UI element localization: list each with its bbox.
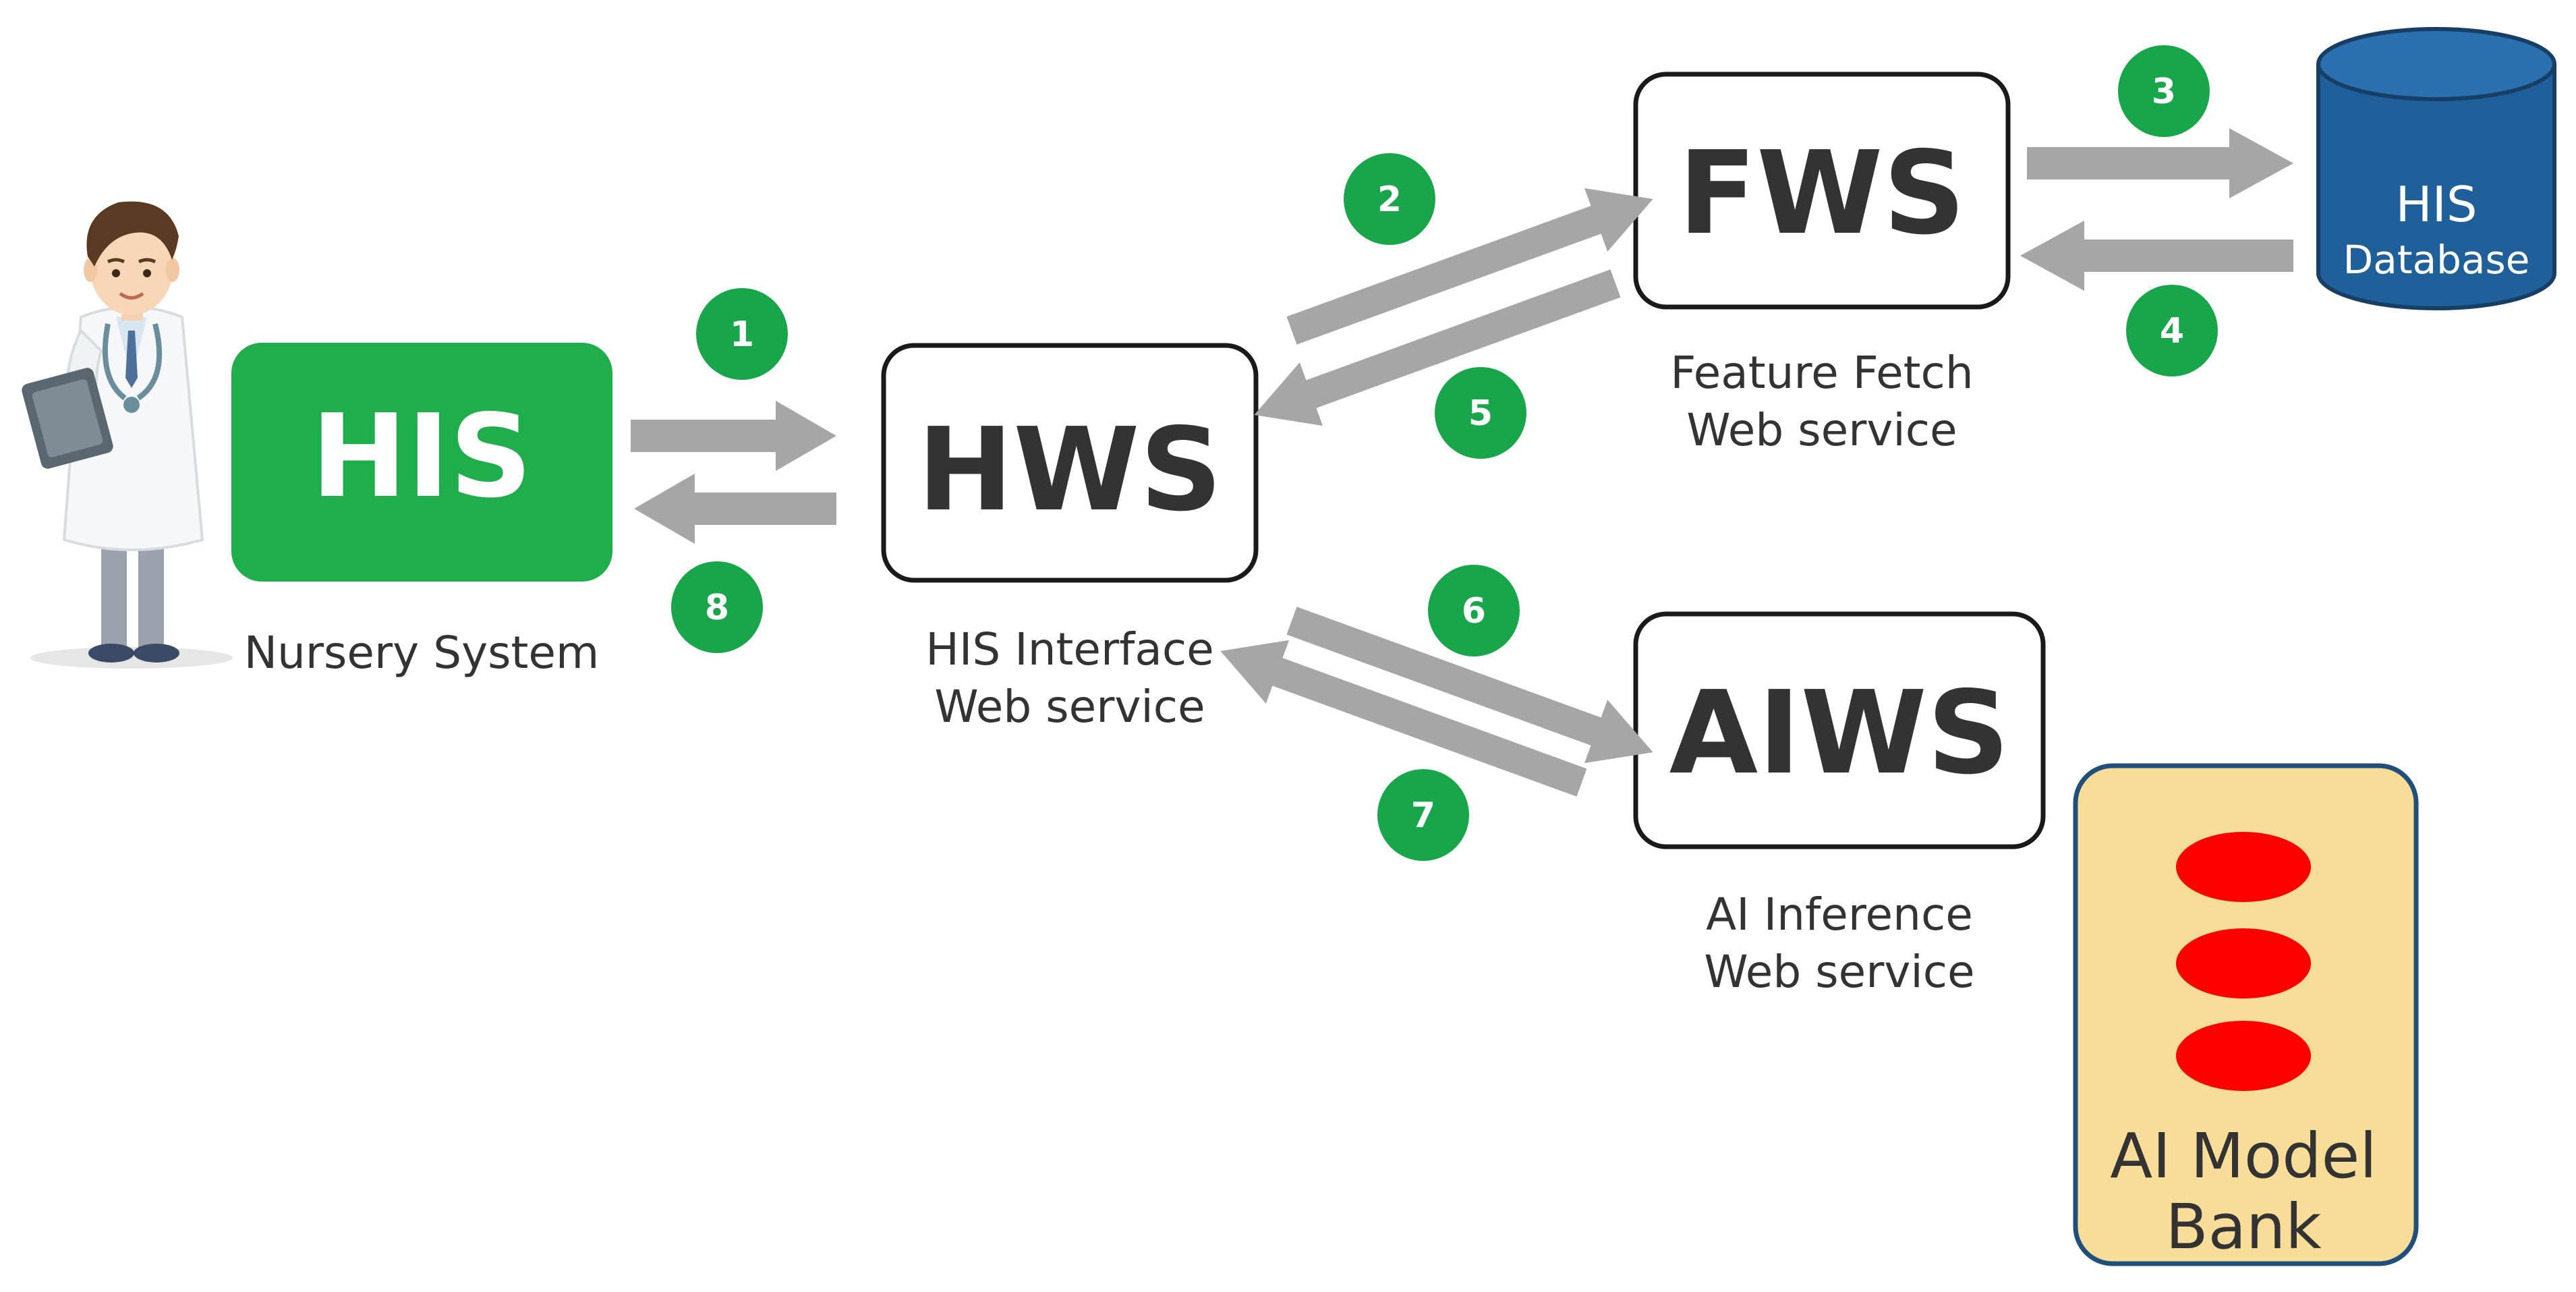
hws-caption-line2: Web service (934, 681, 1205, 733)
his-box (231, 343, 612, 582)
model-ellipse-icon (2176, 832, 2311, 902)
fws-box (1633, 72, 2011, 310)
step-2: 2 (1377, 179, 1402, 220)
arrows (631, 128, 2293, 797)
fws-caption-line1: Feature Fetch (1670, 347, 1973, 399)
fws-caption-line2: Web service (1686, 404, 1957, 456)
arrow-1 (631, 401, 836, 471)
database-label-line1: HIS (2395, 176, 2477, 233)
model-ellipse-icon (2176, 1021, 2311, 1091)
step-5: 5 (1468, 393, 1493, 434)
model-ellipse-icon (2176, 928, 2311, 999)
arrow-5 (1254, 269, 1621, 426)
arrow-8 (634, 474, 836, 544)
aiws-box (1633, 611, 2046, 849)
step-8: 8 (705, 588, 729, 628)
database-icon (2316, 27, 2556, 310)
model-bank-box (2073, 763, 2419, 1266)
his-box-label: HIS (311, 390, 532, 524)
arrow-7 (1220, 640, 1587, 797)
aiws-box-label: AIWS (1669, 667, 2010, 800)
step-badges: 1 2 3 4 5 6 7 8 (671, 45, 2218, 861)
aiws-caption-line1: AI Inference (1706, 889, 1973, 940)
his-caption: Nursery System (244, 627, 600, 679)
step-4: 4 (2160, 311, 2184, 352)
fws-box-label: FWS (1678, 127, 1966, 260)
step-6: 6 (1462, 591, 1486, 631)
hws-box-label: HWS (917, 403, 1222, 537)
database-label-line2: Database (2343, 237, 2530, 283)
step-1: 1 (730, 314, 754, 355)
model-bank-label-line2: Bank (2165, 1191, 2322, 1263)
arrow-2 (1286, 188, 1653, 345)
step-3: 3 (2152, 72, 2176, 112)
aiws-caption-line2: Web service (1704, 946, 1974, 998)
arrow-4 (2020, 221, 2293, 291)
doctor-icon (22, 201, 233, 669)
hws-box (881, 343, 1259, 583)
arrow-6 (1286, 607, 1653, 764)
hws-caption-line1: HIS Interface (925, 623, 1213, 675)
model-bank-label-line1: AI Model (2110, 1120, 2377, 1192)
arrow-3 (2027, 128, 2293, 198)
step-7: 7 (1411, 795, 1435, 836)
